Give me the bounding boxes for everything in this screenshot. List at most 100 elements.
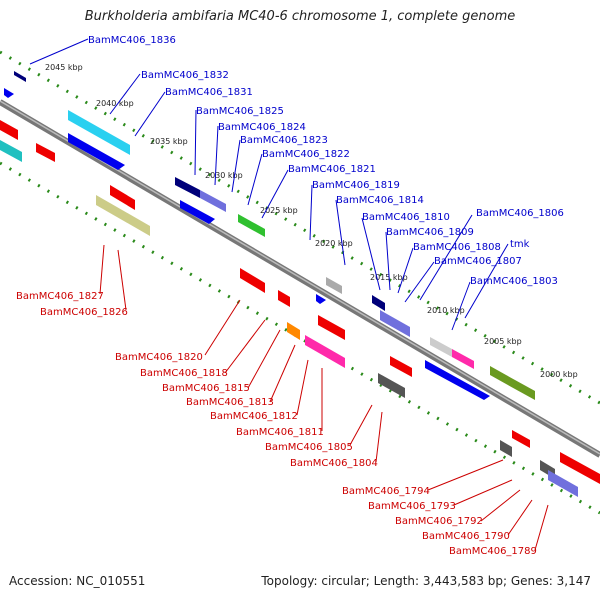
gene-1822	[238, 214, 265, 237]
leader-lines-blue	[29, 38, 509, 331]
leader-line	[397, 247, 414, 294]
leader-line	[194, 109, 197, 176]
leader-line	[109, 73, 141, 115]
tick-label: 2010 kbp	[427, 306, 465, 315]
gene-1803b	[515, 380, 535, 400]
gene-label: BamMC406_1811	[236, 427, 324, 438]
gene-label: BamMC406_1803	[470, 276, 558, 287]
gene-1807	[452, 349, 474, 369]
gene-label: BamMC406_1823	[240, 135, 328, 146]
leader-line	[269, 344, 296, 403]
gene-1826	[0, 140, 22, 162]
gene-1805	[378, 373, 405, 398]
gene-label: BamMC406_1806	[476, 208, 564, 219]
gene-1806	[430, 337, 452, 357]
gene-label: BamMC406_1815	[162, 383, 250, 394]
gene-1836	[14, 71, 26, 82]
gene-1836-arrow	[4, 88, 14, 98]
leader-line	[375, 411, 383, 463]
leader-line	[385, 231, 391, 291]
gene-1814	[372, 295, 385, 311]
gene-1804	[390, 356, 412, 377]
leader-line	[214, 125, 219, 186]
leader-line	[427, 459, 504, 491]
gene-label: BamMC406_1820	[115, 352, 203, 363]
leader-line	[296, 359, 309, 416]
gene-label: BamMC406_1810	[362, 212, 450, 223]
gene-label: BamMC406_1807	[434, 256, 522, 267]
gene-1831	[68, 133, 125, 170]
leader-line	[451, 281, 471, 331]
gene-1821	[326, 277, 342, 294]
gene-1820	[96, 195, 150, 236]
leader-line	[29, 38, 89, 65]
gene-1818	[240, 268, 265, 293]
gene-1793	[512, 430, 530, 448]
leader-line	[419, 214, 473, 301]
leader-line	[231, 139, 241, 193]
gene-label: BamMC406_1826	[40, 307, 128, 318]
gene-label: BamMC406_1831	[165, 87, 253, 98]
gene-label: BamMC406_1821	[288, 164, 376, 175]
gene-label: BamMC406_1822	[262, 149, 350, 160]
gene-label: BamMC406_1804	[290, 458, 378, 469]
leader-line	[134, 91, 166, 137]
tick-label: 2030 kbp	[205, 171, 243, 180]
leader-line	[261, 169, 289, 219]
labels-blue: BamMC406_1836 BamMC406_1832 BamMC406_183…	[88, 35, 564, 287]
gene-1813	[287, 322, 300, 340]
tick-label: 2025 kbp	[260, 206, 298, 215]
leader-line	[453, 479, 513, 506]
gene-1825	[175, 177, 200, 198]
leader-line	[99, 244, 105, 295]
leader-line	[404, 261, 435, 303]
gene-label: BamMC406_1808	[413, 242, 501, 253]
leader-line	[480, 489, 521, 522]
gene-label: BamMC406_1825	[196, 106, 284, 117]
leader-line	[464, 243, 509, 319]
gene-label: BamMC406_1805	[265, 442, 353, 453]
leader-line	[534, 504, 549, 551]
gene-strip-blue	[425, 360, 490, 400]
accession-text: Accession: NC_010551	[9, 574, 146, 588]
gene-1823	[180, 200, 215, 224]
gene-1789	[560, 452, 600, 484]
leader-line	[117, 249, 127, 311]
gene-label: BamMC406_1809	[386, 227, 474, 238]
labels-red: BamMC406_1827 BamMC406_1826 BamMC406_182…	[16, 291, 537, 557]
gene-1826b	[36, 143, 55, 162]
gene-label: BamMC406_1824	[218, 122, 306, 133]
tick-label: 2005 kbp	[484, 337, 522, 346]
forward-genes	[4, 71, 535, 400]
gene-label: tmk	[510, 239, 530, 250]
leader-line	[349, 404, 373, 446]
leader-line	[507, 499, 533, 536]
map-title: Burkholderia ambifaria MC40-6 chromosome…	[84, 9, 516, 24]
gene-label: BamMC406_1790	[422, 531, 510, 542]
leader-line	[204, 299, 241, 356]
gene-label: BamMC406_1789	[449, 546, 537, 557]
leader-line	[309, 184, 313, 241]
gene-1824	[200, 190, 226, 212]
tick-row-outer	[0, 50, 600, 405]
leader-line	[247, 153, 263, 206]
gene-label: BamMC406_1832	[141, 70, 229, 81]
gene-label: BamMC406_1813	[186, 397, 274, 408]
gene-1790	[548, 470, 578, 497]
gene-label: BamMC406_1793	[368, 501, 456, 512]
gene-1812	[305, 335, 345, 368]
tick-label: 2045 kbp	[45, 63, 83, 72]
gene-1819	[316, 294, 326, 304]
leader-line	[224, 319, 266, 374]
gene-label: BamMC406_1792	[395, 516, 483, 527]
tick-label: 2000 kbp	[540, 370, 578, 379]
reverse-genes	[0, 120, 600, 497]
gene-1794	[500, 440, 512, 457]
leader-line	[247, 329, 281, 389]
gene-1810	[380, 310, 410, 337]
leader-lines-red	[99, 244, 549, 551]
gene-label: BamMC406_1819	[312, 180, 400, 191]
chromosome-backbone	[0, 99, 600, 458]
tick-label: 2040 kbp	[96, 99, 134, 108]
